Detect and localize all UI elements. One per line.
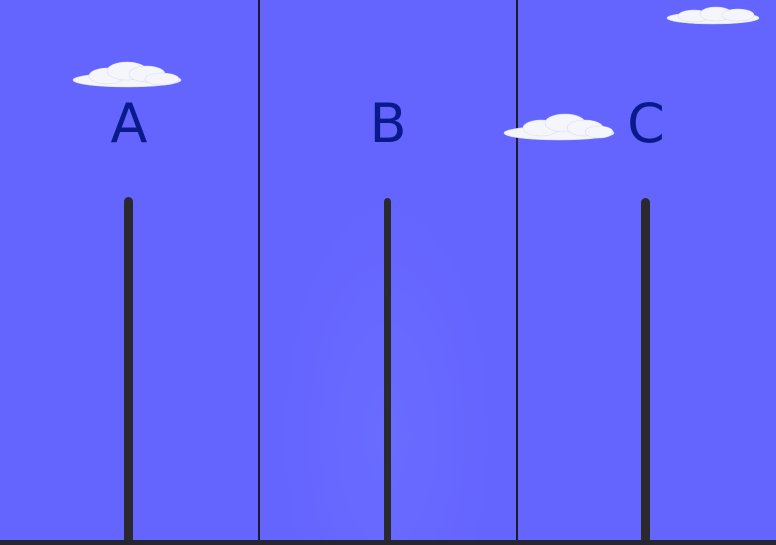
- peg-b[interactable]: [384, 198, 391, 542]
- ground-line: [0, 540, 776, 545]
- cloud-icon: [503, 113, 615, 143]
- cloud-icon: [666, 6, 760, 26]
- column-divider: [258, 0, 260, 545]
- peg-a[interactable]: [124, 197, 133, 542]
- peg-column-b[interactable]: B: [259, 0, 517, 545]
- peg-column-c[interactable]: C: [517, 0, 776, 545]
- peg-label-b: B: [338, 92, 438, 156]
- peg-label-a: A: [79, 92, 179, 156]
- cloud-icon: [72, 60, 182, 90]
- peg-c[interactable]: [641, 198, 650, 542]
- column-divider: [516, 0, 518, 545]
